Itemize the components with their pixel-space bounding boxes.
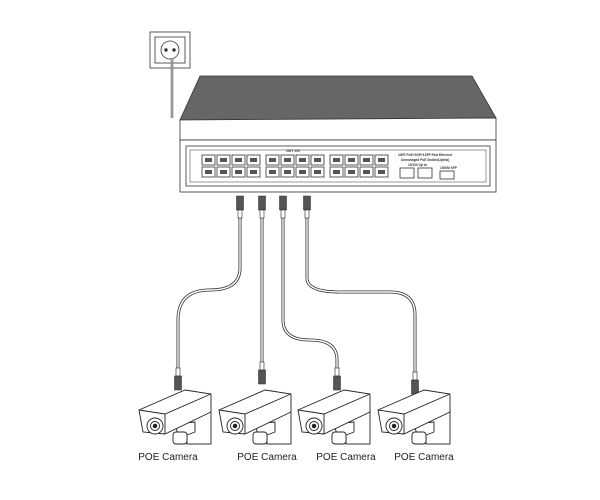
svg-text:10/100 Up to: 10/100 Up to [408, 163, 427, 167]
rj45-connector [174, 375, 182, 391]
rj45-connector [236, 195, 244, 211]
svg-text:100Y 100: 100Y 100 [286, 149, 300, 153]
poe-camera-icon [138, 389, 212, 445]
poe-camera-icon [218, 389, 292, 445]
rj45-connector [411, 379, 419, 395]
camera-label-4: POE Camera [394, 452, 454, 463]
svg-text:1000M SFP: 1000M SFP [440, 166, 458, 170]
rj45-connector [258, 195, 266, 211]
ethernet-cables [174, 195, 419, 395]
poe-camera-icon [297, 389, 371, 445]
svg-text:24FE PoE+2GE+1SFP Fast Etherne: 24FE PoE+2GE+1SFP Fast Ethernet [398, 153, 453, 157]
camera-label-3: POE Camera [316, 452, 376, 463]
ethernet-cable [176, 218, 242, 368]
rj45-connector [333, 375, 341, 391]
svg-text:Unmanaged PoE Switch(Uplink): Unmanaged PoE Switch(Uplink) [401, 158, 449, 162]
wall-socket [149, 31, 191, 69]
rj45-connector [279, 195, 287, 211]
cameras [138, 389, 451, 445]
rj45-connector [258, 369, 266, 385]
camera-label-2: POE Camera [237, 452, 297, 463]
camera-label-1: POE Camera [138, 452, 198, 463]
poe-camera-icon [377, 389, 451, 445]
ethernet-cable [305, 218, 417, 372]
rj45-connector [303, 195, 311, 211]
poe-switch: 24FE PoE+2GE+1SFP Fast Ethernet Unmanage… [179, 75, 497, 193]
